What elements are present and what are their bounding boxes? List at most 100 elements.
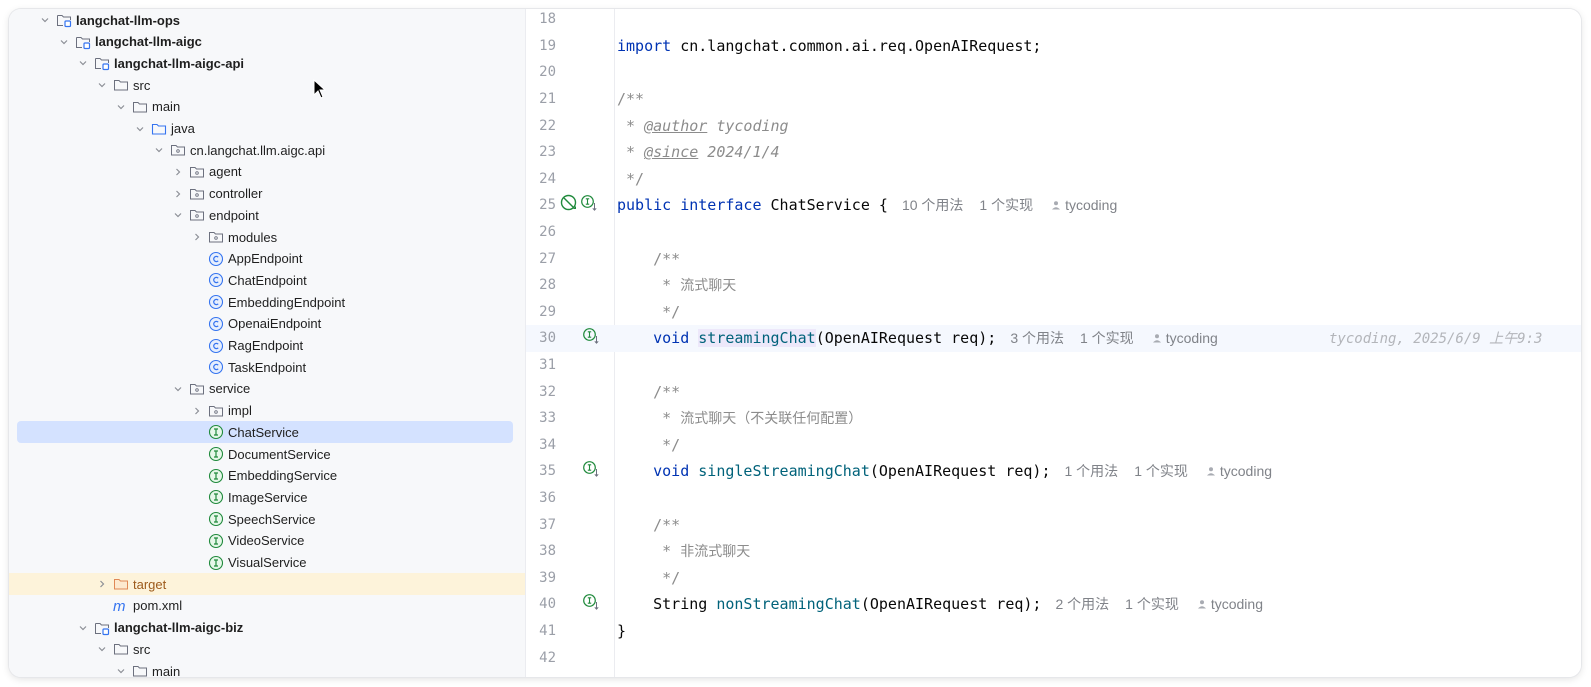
usages-hint[interactable]: 1 个用法: [1064, 463, 1119, 480]
inlay-hints[interactable]: 1 个用法 1 个实现 tycoding: [1065, 461, 1273, 481]
chevron-down-icon[interactable]: [75, 55, 91, 71]
chevron-right-icon[interactable]: [170, 186, 186, 202]
code-line-26[interactable]: 26: [526, 219, 1581, 246]
code-line-38[interactable]: 38 * 非流式聊天: [526, 538, 1581, 565]
tree-item-chatservice[interactable]: ChatService: [9, 421, 525, 444]
chevron-down-icon[interactable]: [151, 142, 167, 158]
code-content[interactable]: String nonStreamingChat(OpenAIRequest re…: [617, 594, 1263, 614]
code-content[interactable]: */: [617, 569, 680, 587]
tree-item-service[interactable]: service: [9, 378, 525, 400]
chevron-down-icon[interactable]: [113, 99, 129, 115]
code-line-41[interactable]: 41}: [526, 618, 1581, 645]
git-blame-annotation[interactable]: tycoding, 2025/6/9 上午9:3: [1329, 331, 1543, 348]
tree-item-java[interactable]: java: [9, 118, 525, 140]
code-content[interactable]: public interface ChatService { 10 个用法 1 …: [617, 195, 1117, 215]
tree-item-main[interactable]: main: [9, 660, 525, 677]
tree-item-main[interactable]: main: [9, 96, 525, 118]
tree-item-langchat-llm-aigc[interactable]: langchat-llm-aigc: [9, 31, 525, 53]
code-content[interactable]: */: [617, 303, 680, 321]
code-content[interactable]: * 流式聊天（不关联任何配置）: [617, 408, 862, 428]
inlay-hints[interactable]: 2 个用法 1 个实现 tycoding: [1055, 594, 1263, 614]
implemented-icon[interactable]: [582, 327, 600, 349]
tree-item-cn-langchat-llm-aigc-api[interactable]: cn.langchat.llm.aigc.api: [9, 139, 525, 161]
usages-hint[interactable]: 2 个用法: [1055, 596, 1110, 613]
chevron-right-icon[interactable]: [189, 229, 205, 245]
code-line-29[interactable]: 29 */: [526, 299, 1581, 326]
code-line-24[interactable]: 24 */: [526, 166, 1581, 193]
code-line-28[interactable]: 28 * 流式聊天: [526, 272, 1581, 299]
code-line-33[interactable]: 33 * 流式聊天（不关联任何配置）: [526, 405, 1581, 432]
code-content[interactable]: */: [617, 436, 680, 454]
chevron-right-icon[interactable]: [94, 576, 110, 592]
chevron-down-icon[interactable]: [170, 381, 186, 397]
code-content[interactable]: /**: [617, 250, 680, 268]
gutter-icons[interactable]: [560, 194, 598, 216]
implemented-icon[interactable]: [580, 194, 598, 216]
tree-item-controller[interactable]: controller: [9, 183, 525, 205]
inlay-hints[interactable]: 3 个用法 1 个实现 tycoding: [1010, 328, 1218, 348]
code-line-36[interactable]: 36: [526, 485, 1581, 512]
implemented-icon[interactable]: [582, 593, 600, 615]
author-hint[interactable]: tycoding: [1065, 197, 1118, 214]
usages-hint[interactable]: 3 个用法: [1010, 330, 1064, 347]
author-hint[interactable]: tycoding: [1219, 463, 1273, 480]
chevron-down-icon[interactable]: [37, 12, 53, 28]
tree-item-target[interactable]: target: [9, 573, 525, 596]
tree-item-langchat-llm-ops[interactable]: langchat-llm-ops: [9, 9, 525, 31]
code-line-42[interactable]: 42: [526, 644, 1581, 671]
chevron-right-icon[interactable]: [170, 164, 186, 180]
no-entry-icon[interactable]: [560, 194, 578, 216]
tree-item-langchat-llm-aigc-biz[interactable]: langchat-llm-aigc-biz: [9, 617, 525, 639]
tree-item-impl[interactable]: impl: [9, 400, 525, 422]
implementations-hint[interactable]: 1 个实现: [979, 197, 1034, 214]
code-line-30[interactable]: 30 void streamingChat(OpenAIRequest req)…: [526, 325, 1581, 352]
code-content[interactable]: */: [617, 170, 644, 188]
chevron-down-icon[interactable]: [170, 207, 186, 223]
code-line-18[interactable]: 18: [526, 9, 1581, 33]
inlay-hints[interactable]: 10 个用法 1 个实现 tycoding: [902, 195, 1117, 215]
code-content[interactable]: /**: [617, 383, 680, 401]
tree-item-taskendpoint[interactable]: TaskEndpoint: [9, 356, 525, 378]
code-line-37[interactable]: 37 /**: [526, 511, 1581, 538]
code-line-32[interactable]: 32 /**: [526, 378, 1581, 405]
code-content[interactable]: void streamingChat(OpenAIRequest req); 3…: [617, 328, 1218, 348]
author-hint[interactable]: tycoding: [1210, 596, 1263, 613]
tree-item-openaiendpoint[interactable]: OpenaiEndpoint: [9, 313, 525, 335]
code-line-22[interactable]: 22 * @author tycoding: [526, 112, 1581, 139]
code-content[interactable]: * 非流式聊天: [617, 541, 750, 561]
chevron-down-icon[interactable]: [94, 641, 110, 657]
chevron-down-icon[interactable]: [75, 620, 91, 636]
tree-item-visualservice[interactable]: VisualService: [9, 552, 525, 574]
tree-item-chatendpoint[interactable]: ChatEndpoint: [9, 269, 525, 291]
author-hint[interactable]: tycoding: [1165, 330, 1218, 347]
chevron-down-icon[interactable]: [56, 34, 72, 50]
tree-item-speechservice[interactable]: SpeechService: [9, 508, 525, 530]
code-content[interactable]: }: [617, 622, 626, 640]
tree-item-ragendpoint[interactable]: RagEndpoint: [9, 335, 525, 357]
tree-item-src[interactable]: src: [9, 74, 525, 96]
tree-item-videoservice[interactable]: VideoService: [9, 530, 525, 552]
tree-item-endpoint[interactable]: endpoint: [9, 204, 525, 226]
tree-item-documentservice[interactable]: DocumentService: [9, 443, 525, 465]
code-content[interactable]: * @since 2024/1/4: [617, 143, 780, 161]
implementations-hint[interactable]: 1 个实现: [1134, 463, 1188, 480]
usages-hint[interactable]: 10 个用法: [901, 197, 964, 214]
gutter-icons[interactable]: [560, 460, 600, 482]
implemented-icon[interactable]: [582, 460, 600, 482]
tree-item-embeddingservice[interactable]: EmbeddingService: [9, 465, 525, 487]
tree-item-langchat-llm-aigc-api[interactable]: langchat-llm-aigc-api: [9, 52, 525, 74]
code-line-27[interactable]: 27 /**: [526, 245, 1581, 272]
code-line-35[interactable]: 35 void singleStreamingChat(OpenAIReques…: [526, 458, 1581, 485]
implementations-hint[interactable]: 1 个实现: [1125, 596, 1179, 613]
tree-item-modules[interactable]: modules: [9, 226, 525, 248]
code-line-23[interactable]: 23 * @since 2024/1/4: [526, 139, 1581, 166]
code-content[interactable]: /**: [617, 516, 680, 534]
tree-item-imageservice[interactable]: ImageService: [9, 486, 525, 508]
tree-item-embeddingendpoint[interactable]: EmbeddingEndpoint: [9, 291, 525, 313]
gutter-icons[interactable]: [560, 327, 600, 349]
code-line-21[interactable]: 21/**: [526, 86, 1581, 113]
